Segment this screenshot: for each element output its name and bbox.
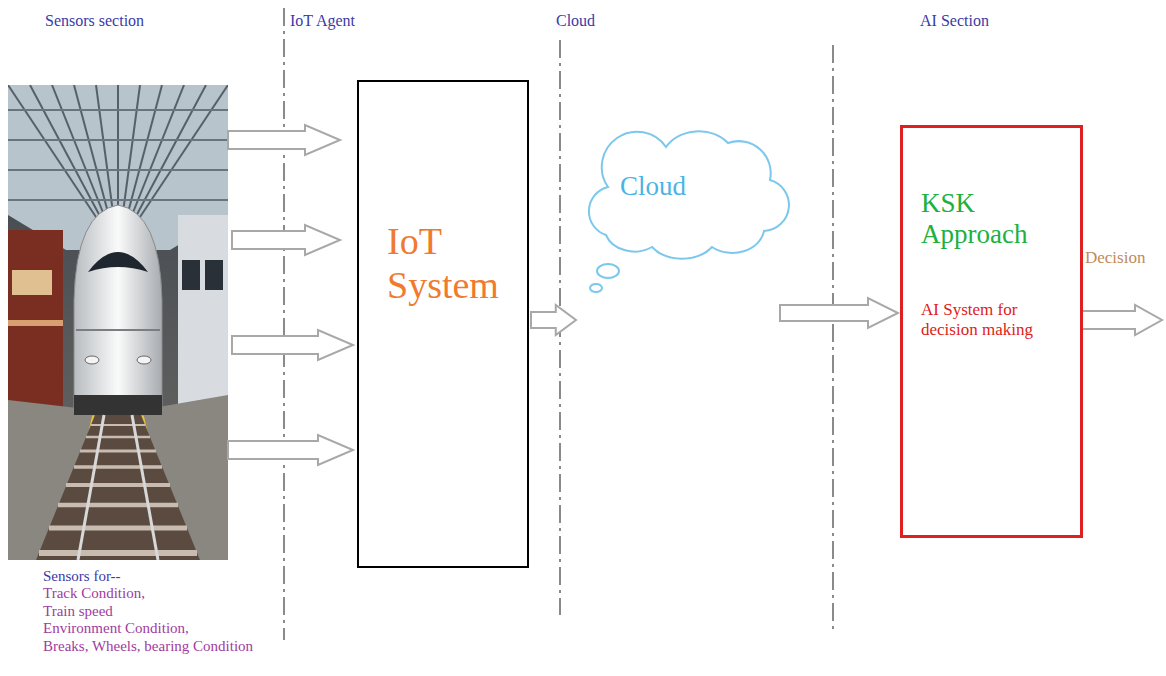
sleeper — [39, 550, 197, 556]
process-box: IoT System — [357, 80, 529, 568]
section-divider — [283, 8, 285, 640]
section-title: IoT Agent — [290, 12, 355, 30]
node-title: IoT System — [387, 220, 517, 307]
roof-beams — [8, 110, 228, 200]
roof-beam — [8, 139, 228, 141]
rail — [78, 415, 104, 560]
old-train — [8, 230, 63, 410]
train-window — [12, 270, 52, 295]
train-stripe — [76, 329, 160, 331]
node-title: KSK Approach — [921, 188, 1066, 250]
headlight — [85, 356, 99, 364]
sensor-item: Breaks, Wheels, bearing Condition — [43, 638, 253, 655]
cloud-outline — [578, 125, 778, 325]
ai-box: KSK Approach AI System for decision makin… — [900, 125, 1083, 538]
sensor-item: Train speed — [43, 603, 113, 620]
train-window — [182, 260, 200, 290]
sensor-arrow — [228, 125, 340, 155]
sensor-arrow — [228, 435, 353, 465]
sensor-item: Environment Condition, — [43, 620, 189, 637]
train-windshield — [88, 252, 148, 272]
node-body: AI System for decision making — [921, 300, 1071, 339]
sleeper — [74, 465, 162, 469]
carriage — [178, 215, 228, 415]
sensor-item: Track Condition, — [43, 585, 145, 602]
roof-beam — [8, 169, 228, 171]
train-window — [205, 260, 223, 290]
cloud-body — [589, 131, 789, 258]
sleeper — [49, 526, 187, 531]
headlight — [137, 356, 151, 364]
cloud-shape: Cloud — [578, 125, 778, 325]
sleeper — [66, 483, 170, 487]
sensor-arrow — [232, 330, 353, 360]
cloud-bubble — [597, 264, 619, 278]
cloud-bubble — [590, 284, 602, 292]
roof-beam — [8, 109, 228, 111]
decision-arrow — [1082, 305, 1162, 335]
train-photo — [8, 85, 228, 560]
photo-background — [8, 85, 228, 560]
node-title: Cloud — [620, 171, 730, 202]
roof-beam — [8, 199, 228, 201]
train-skirt — [74, 395, 162, 415]
sleeper — [91, 424, 145, 426]
sleeper — [58, 503, 178, 508]
flow-arrow — [531, 305, 576, 335]
track-bed — [36, 415, 200, 560]
sleepers — [39, 425, 197, 553]
sensor-arrow — [232, 225, 340, 255]
section-divider — [832, 45, 834, 630]
sleeper — [86, 436, 150, 439]
sensor-caption: Sensors for-- — [43, 568, 121, 585]
train-stripe — [8, 320, 63, 326]
sensor-arrows — [228, 125, 353, 465]
section-title: AI Section — [920, 12, 989, 30]
sleeper — [80, 450, 156, 453]
bullet-train-nose — [74, 205, 162, 415]
section-title: Cloud — [556, 12, 595, 30]
section-title: Sensors section — [45, 12, 144, 30]
output-label: Decision — [1085, 248, 1145, 268]
rail — [132, 415, 158, 560]
flow-arrow — [780, 298, 898, 328]
